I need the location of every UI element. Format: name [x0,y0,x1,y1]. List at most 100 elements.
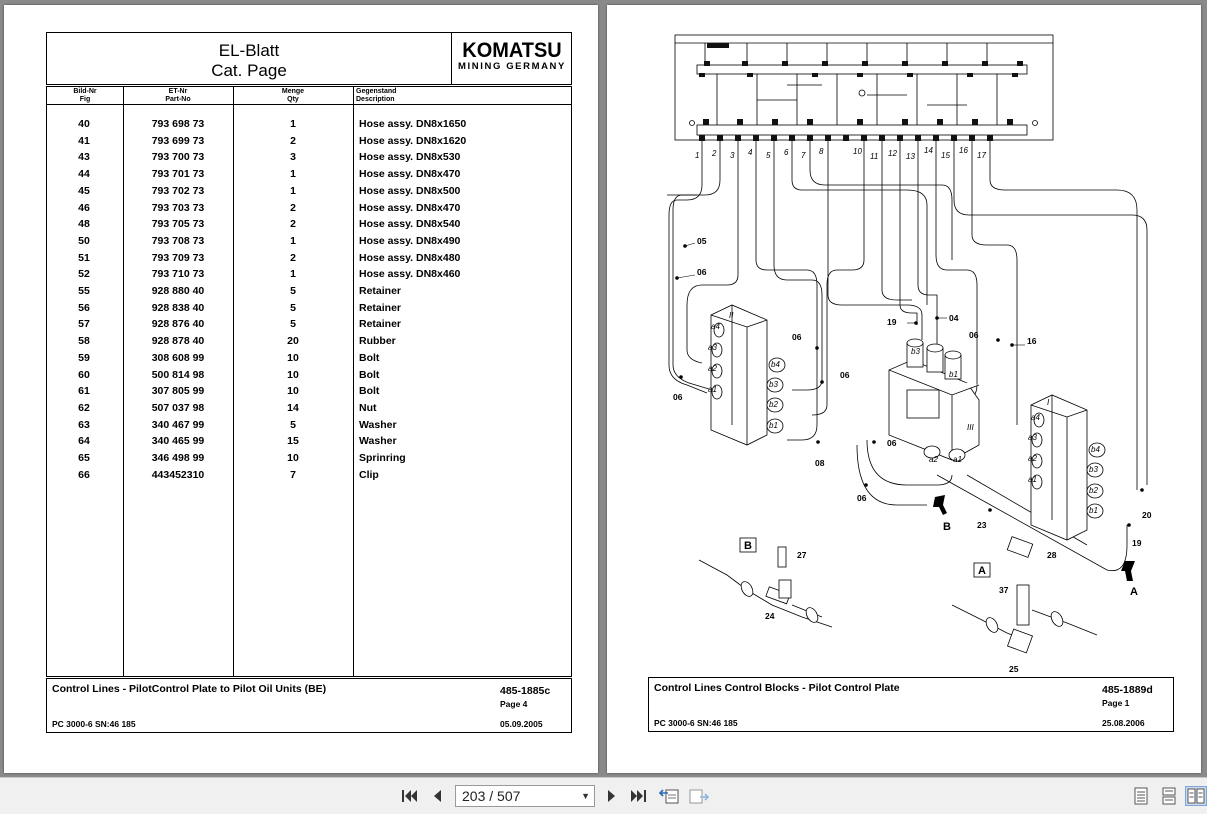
cell-fig: 40 [78,118,90,130]
callout: 06 [697,267,707,277]
cell-fig: 45 [78,184,90,197]
cell-qty: 2 [290,201,296,214]
port-ab: b3 [769,380,778,389]
port-ab: b2 [1089,486,1098,495]
cell-description: Hose assy. DN8x1620 [359,134,467,147]
port-label: 11 [870,152,878,161]
cell-part-no: 793 705 73 [151,218,205,231]
cell-qty: 5 [290,318,296,331]
cell-qty: 5 [290,418,296,431]
view-letter-a: A [1130,586,1138,598]
footer-title: Control Lines Control Blocks - Pilot Con… [654,682,900,694]
go-back-view-button[interactable] [658,786,680,806]
port-ab: b3 [1089,465,1098,474]
single-page-view-button[interactable] [1130,786,1152,806]
cell-qty: 2 [290,134,296,147]
callout: 23 [977,520,987,530]
header-divider [47,104,571,105]
go-forward-view-button[interactable] [688,786,710,806]
first-page-button[interactable] [398,786,420,806]
callout: 27 [797,550,807,560]
callout: 16 [1027,336,1037,346]
detail-a-box-letter: A [978,565,986,577]
port-ab: b1 [1089,506,1098,515]
port-ab: a1 [1028,475,1037,484]
cell-part-no: 793 698 73 [151,118,205,130]
port-label: 3 [730,151,735,160]
cell-qty: 1 [290,118,296,130]
port-ab: b1 [769,421,778,430]
cell-fig: 63 [78,418,90,431]
plate-fittings [699,43,1023,141]
cell-part-no: 507 037 98 [151,401,205,414]
cell-description: Washer [359,418,397,431]
cell-part-no: 340 465 99 [151,435,205,448]
callout: 24 [765,611,775,621]
single-page-icon [1134,787,1148,805]
cell-part-no: 793 702 73 [151,184,205,197]
footer-title: Control Lines - PilotControl Plate to Pi… [52,683,327,695]
page-number-field[interactable]: 203 / 507 ▼ [455,785,595,807]
chevron-down-icon[interactable]: ▼ [581,791,590,801]
callout: 06 [792,332,802,342]
cell-qty: 20 [287,335,299,348]
cell-description: Hose assy. DN8x1650 [359,118,467,130]
view-arrows [933,495,1135,581]
callout: 28 [1047,550,1057,560]
cell-qty: 5 [290,301,296,314]
cell-description: Rubber [359,335,396,348]
port-ab: b4 [1091,445,1100,454]
cell-fig: 66 [78,468,90,481]
leader-lines [676,242,1025,346]
cell-description: Bolt [359,351,380,364]
cell-part-no: 793 710 73 [151,268,205,281]
cell-qty: 10 [287,351,299,364]
cell-description: Clip [359,468,379,481]
cell-qty: 1 [290,234,296,247]
cell-fig: 46 [78,201,90,214]
callout: 04 [949,313,959,323]
cell-part-no: 307 805 99 [151,385,205,398]
cell-description: Hose assy. DN8x530 [359,151,461,164]
cell-description: Hose assy. DN8x490 [359,234,461,247]
last-page-button[interactable] [628,786,650,806]
callout: 19 [887,317,897,327]
cell-fig: 61 [78,385,90,398]
next-page-button[interactable] [601,786,623,806]
previous-page-button[interactable] [426,786,448,806]
port-ab: a3 [1028,433,1037,442]
detail-b-box-letter: B [744,540,752,552]
callout: 20 [1142,510,1152,520]
cell-qty: 1 [290,168,296,181]
cell-fig: 50 [78,234,90,247]
column-divider [123,87,124,676]
cell-qty: 3 [290,151,296,164]
continuous-view-button[interactable] [1158,786,1180,806]
control-block-iii [888,338,980,462]
forward-view-icon [689,789,710,804]
callout: 06 [857,493,867,503]
title-line-2: Cat. Page [211,61,287,80]
port-ab: b4 [771,360,780,369]
cell-part-no: 793 709 73 [151,251,205,264]
footer-doc-no: 485-1885c [500,685,551,697]
block-label: II [729,311,734,320]
two-page-view-button[interactable] [1185,786,1207,806]
footer-machine: PC 3000-6 SN:46 185 [52,719,136,729]
callout: 06 [887,438,897,448]
